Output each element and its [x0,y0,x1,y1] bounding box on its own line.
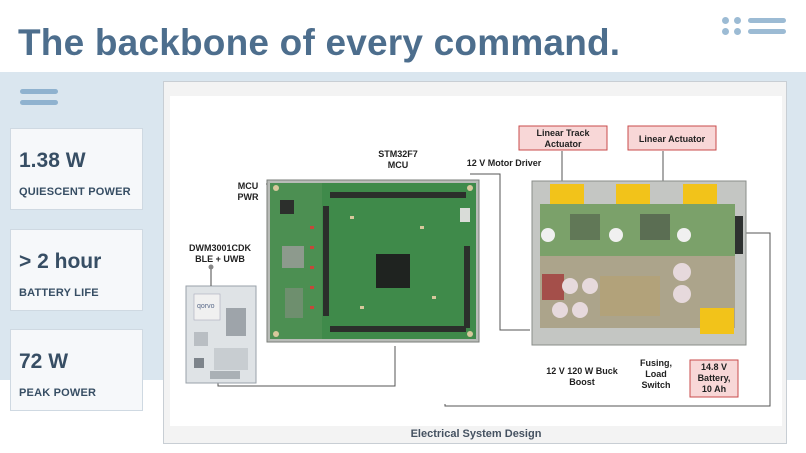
svg-text:Actuator: Actuator [544,139,581,149]
dwm3001cdk-board: qorvo [185,264,257,384]
stat-card-peak-power: 72 W PEAK POWER [10,329,143,411]
stm32-mcu-board [266,179,480,343]
battery-label: 14.8 V Battery, 10 Ah [689,359,739,398]
fusing-label-2: Load [645,369,667,379]
stm32-label-2: MCU [388,160,409,170]
stat-card-quiescent-power: 1.38 W QUIESCENT POWER [10,128,143,210]
stat-label: PEAK POWER [19,387,97,399]
fusing-label: Fusing, [640,358,672,368]
linear-track-actuator-label: Linear Track Actuator [518,125,608,151]
brand-logo-icon [720,16,788,36]
svg-text:Battery,: Battery, [698,373,731,383]
stat-label: QUIESCENT POWER [19,186,131,198]
svg-text:14.8 V: 14.8 V [701,362,727,372]
motor-driver-label: 12 V Motor Driver [467,158,542,168]
hamburger-menu-icon[interactable] [20,89,58,107]
stat-value: > 2 hour [19,250,102,273]
stat-card-battery-life: > 2 hour BATTERY LIFE [10,229,143,311]
linear-actuator-label: Linear Actuator [627,125,717,151]
stat-label: BATTERY LIFE [19,287,99,299]
fusing-label-3: Switch [641,380,670,390]
motor-driver-board [531,180,747,346]
buck-boost-label-2: Boost [569,377,595,387]
svg-text:10 Ah: 10 Ah [702,384,726,394]
dwm-label-2: BLE + UWB [195,254,245,264]
mcu-pwr-label: MCU [238,181,259,191]
stat-value: 72 W [19,350,69,373]
svg-text:Linear Track: Linear Track [536,128,590,138]
electrical-diagram: qorvo [185,125,771,407]
electrical-system-figure: qorvo [163,81,787,444]
dwm-logo-text: qorvo [197,303,215,310]
page-title: The backbone of every command. [18,22,621,63]
mcu-pwr-label-2: PWR [238,192,259,202]
figure-caption: Electrical System Design [410,428,542,440]
stat-value: 1.38 W [19,149,86,172]
svg-text:Linear Actuator: Linear Actuator [639,134,706,144]
figure-canvas: qorvo [170,96,782,426]
buck-boost-label: 12 V 120 W Buck [546,366,619,376]
dwm-label: DWM3001CDK [189,243,252,253]
stm32-label: STM32F7 [378,149,418,159]
